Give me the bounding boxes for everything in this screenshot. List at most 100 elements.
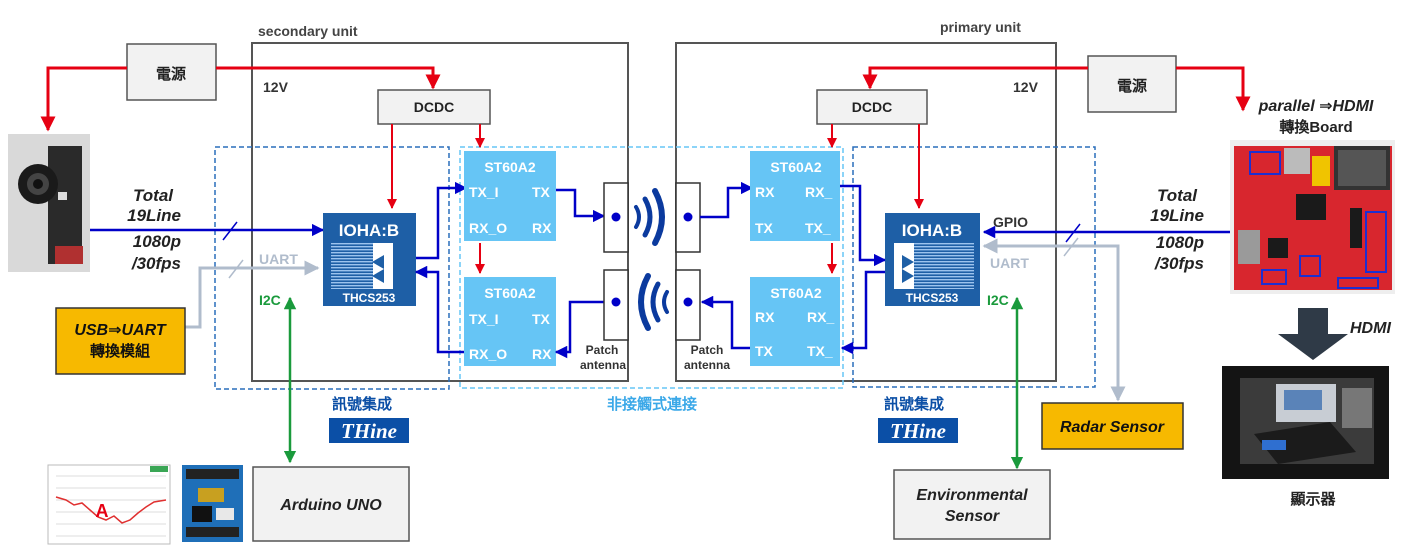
hdmi-arrow-icon: [1278, 308, 1348, 360]
secondary-ioha-chip: [323, 213, 416, 306]
primary-st60-top: [750, 151, 840, 241]
primary-st60-bottom: [750, 277, 840, 366]
secondary-unit-title: secondary unit: [258, 23, 358, 39]
primary-dcdc-label: DCDC: [852, 99, 892, 115]
display-label: 顯示器: [1290, 491, 1336, 508]
secondary-uart-slash: [228, 259, 244, 279]
hdmi-board-photo: [1230, 140, 1395, 294]
primary-antenna-label2: antenna: [684, 358, 730, 372]
primary-pin-tx: TX: [755, 220, 774, 236]
primary-antenna-label1: Patch: [691, 343, 724, 357]
secondary-bus-slash: [222, 221, 238, 241]
primary-pin-tx-in-b: TX_: [807, 343, 833, 359]
secondary-thine-logo: THine: [341, 419, 397, 443]
secondary-i2c-label: I2C: [259, 292, 281, 308]
secondary-pin-tx-b: TX: [532, 311, 551, 327]
primary-resolution-label: 1080p: [1156, 233, 1204, 252]
secondary-uart-label: UART: [259, 251, 298, 267]
primary-integration-label: 訊號集成: [884, 395, 944, 413]
board-label-line1: parallel ⇒HDMI: [1258, 98, 1374, 115]
primary-pin-tx-in: TX_: [805, 220, 831, 236]
primary-antenna-to-rx: [700, 181, 754, 219]
primary-ioha-part: THCS253: [906, 291, 959, 305]
secondary-st60-top-name: ST60A2: [484, 159, 536, 175]
primary-lines-label: 19Line: [1150, 206, 1204, 225]
primary-st60-bottom-name: ST60A2: [770, 285, 822, 301]
primary-gpio-label: GPIO: [993, 214, 1028, 230]
secondary-antenna-bottom: [603, 269, 629, 341]
primary-framerate-label: /30fps: [1154, 254, 1204, 273]
secondary-dcdc-label: DCDC: [414, 99, 454, 115]
primary-dcdc-box: [816, 89, 928, 125]
environmental-sensor-box: [893, 469, 1051, 540]
secondary-pin-tx-i-b: TX_I: [469, 311, 499, 327]
secondary-pin-tx-i: TX_I: [469, 184, 499, 200]
secondary-antenna-label2: antenna: [580, 358, 626, 372]
usb-uart-line1: USB⇒UART: [74, 322, 167, 339]
wireless-wave-right-icon: [634, 188, 665, 246]
secondary-pin-tx: TX: [532, 184, 551, 200]
primary-uart-label: UART: [990, 255, 1029, 271]
secondary-power-label: 電源: [156, 65, 186, 83]
secondary-chip-to-ioha-rx: [414, 265, 466, 354]
secondary-power-box: [126, 43, 217, 101]
environmental-sensor-line1: Environmental: [916, 487, 1028, 504]
primary-voltage: 12V: [1013, 79, 1039, 95]
primary-thine-logo: THine: [890, 419, 946, 443]
secondary-ioha-part: THCS253: [343, 291, 396, 305]
secondary-pin-rx-o-b: RX_O: [469, 346, 507, 362]
primary-tx-to-antenna: [700, 295, 752, 350]
secondary-thine-logo-bg: [329, 418, 409, 443]
secondary-ioha-to-chip-tx: [416, 181, 468, 260]
primary-chip-to-ioha-rx: [840, 184, 887, 267]
secondary-st60-top: [464, 151, 556, 241]
secondary-total-label: Total: [133, 186, 174, 205]
secondary-integration-label: 訊號集成: [332, 395, 392, 413]
sensor-graph-photo: [47, 464, 171, 545]
primary-power-to-board: [1176, 66, 1251, 112]
contactless-label: 非接觸式連接: [607, 395, 697, 413]
primary-pin-tx-b: TX: [755, 343, 774, 359]
primary-thine-logo-bg: [878, 418, 958, 443]
primary-antenna-top: [675, 182, 701, 253]
secondary-dcdc-box: [377, 89, 491, 125]
secondary-st60-bottom-name: ST60A2: [484, 285, 536, 301]
display-photo: [1222, 366, 1389, 479]
board-label-line2: 轉換Board: [1279, 118, 1352, 136]
hdmi-label: HDMI: [1350, 320, 1391, 337]
primary-i2c-label: I2C: [987, 292, 1009, 308]
primary-st60-top-name: ST60A2: [770, 159, 822, 175]
primary-ioha-chip: [885, 213, 980, 306]
primary-pin-rx: RX: [755, 184, 775, 200]
primary-uart-line: [982, 238, 1126, 402]
primary-antenna-bottom: [675, 269, 701, 341]
secondary-antenna-label1: Patch: [586, 343, 619, 357]
radar-sensor-label: Radar Sensor: [1060, 419, 1165, 436]
primary-total-label: Total: [1157, 186, 1198, 205]
secondary-antenna-to-rx: [554, 300, 610, 359]
usb-uart-line2: 轉換模組: [90, 342, 150, 360]
secondary-antenna-top: [603, 182, 629, 253]
primary-ioha-to-chip-tx: [840, 270, 885, 355]
secondary-power-line: [40, 66, 127, 132]
wireless-wave-left-icon: [638, 273, 669, 331]
secondary-uart-line: [185, 260, 320, 329]
secondary-pin-rx: RX: [532, 220, 552, 236]
secondary-st60-bottom: [464, 277, 556, 366]
primary-pin-rx-out: RX_: [805, 184, 832, 200]
primary-power-to-dcdc: [862, 66, 1088, 90]
radar-sensor-box: [1041, 402, 1184, 450]
primary-pin-rx-out-b: RX_: [807, 309, 834, 325]
primary-power-label: 電源: [1117, 77, 1147, 95]
primary-power-box: [1087, 55, 1177, 113]
secondary-voltage: 12V: [263, 79, 289, 95]
secondary-ioha-name: IOHA:B: [339, 221, 399, 240]
sensor-graph-letter: A: [96, 501, 109, 521]
camera-photo: [8, 134, 90, 272]
secondary-integration-box: [214, 146, 450, 390]
secondary-tx-to-antenna: [556, 188, 606, 223]
arduino-board-photo: [182, 465, 243, 542]
arduino-label: Arduino UNO: [279, 497, 382, 514]
